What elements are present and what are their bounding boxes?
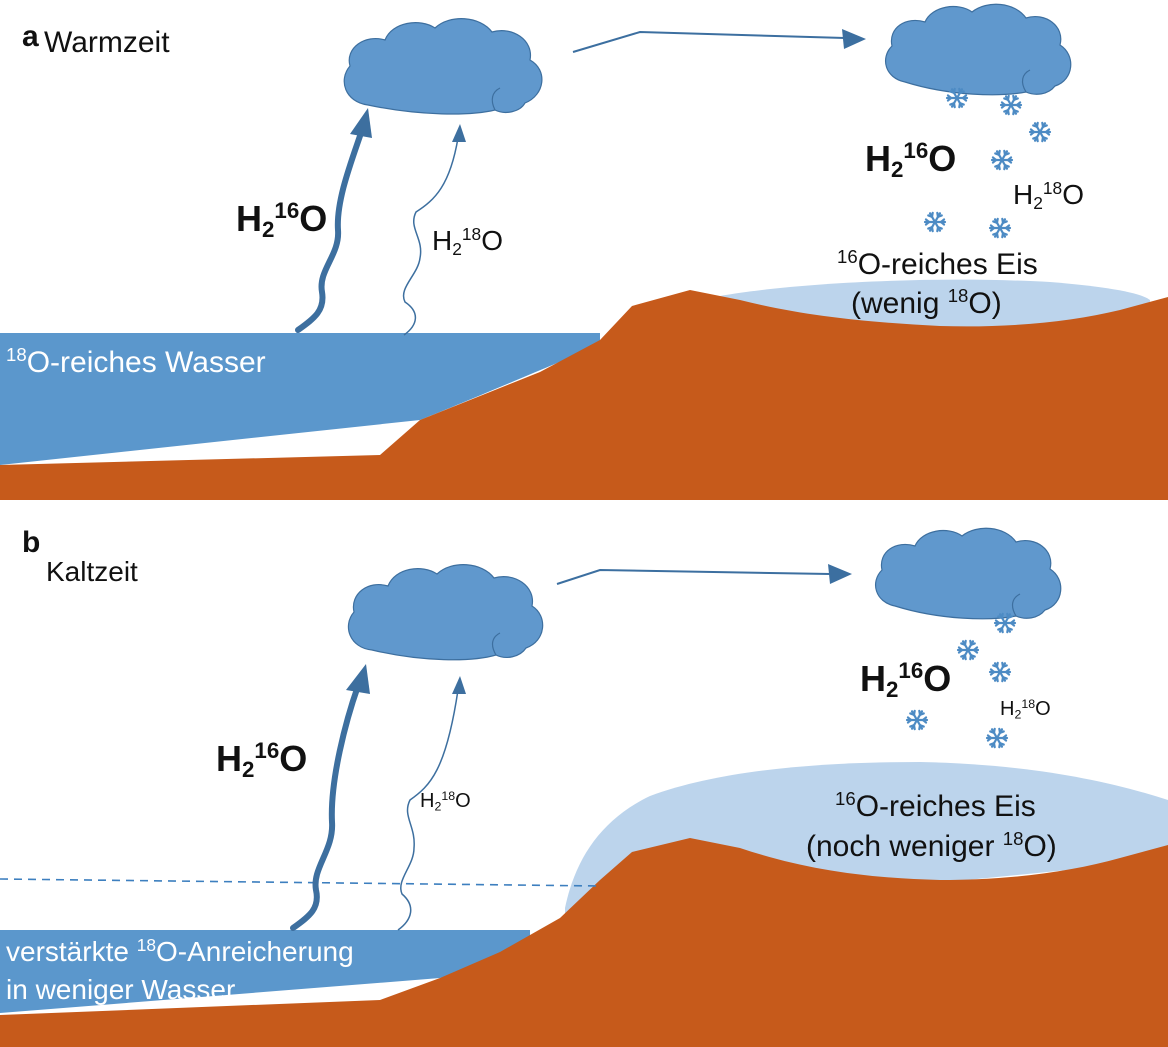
snowflake-icon: [945, 87, 969, 109]
snowflake-icon: [985, 727, 1009, 749]
precipitation-heavy-label: H216O: [860, 657, 952, 703]
snowflake-icon: [956, 639, 980, 661]
panel-title: Kaltzeit: [46, 556, 138, 587]
snowflake-icon: [988, 217, 1012, 239]
evaporation-heavy-label: H216O: [236, 197, 328, 243]
water-label-line2: in weniger Wasser: [6, 974, 236, 1005]
arrow-icon: [402, 124, 466, 336]
panel-kaltzeit: b Kaltzeit H216O H218O H216O H218O 16O-r…: [0, 500, 1168, 1047]
precipitation-heavy-label: H216O: [865, 137, 957, 183]
snowflake-icon: [988, 661, 1012, 683]
former-sea-level-line: [0, 878, 601, 887]
snowflakes-panel-b: [905, 612, 1017, 749]
snowflake-icon: [990, 149, 1014, 171]
land-mass: [0, 290, 1168, 500]
panel-b-scene: [0, 527, 1168, 1047]
cloud-icon: [348, 564, 544, 661]
water-label-line1: verstärkte 18O-Anreicherung: [6, 935, 354, 968]
arrow-icon: [397, 676, 466, 931]
arrow-icon: [290, 664, 370, 931]
ice-label-line2: (noch weniger 18O): [806, 828, 1057, 863]
panel-letter: a: [22, 20, 39, 53]
ice-label-line1: 16O-reiches Eis: [837, 246, 1038, 281]
ocean-water: [0, 333, 600, 465]
water-label: 18O-reiches Wasser: [6, 344, 266, 379]
evaporation-heavy-label: H216O: [216, 737, 308, 783]
evaporation-light-label: H218O: [420, 789, 471, 814]
panel-letter: b: [22, 526, 41, 559]
precipitation-light-label: H218O: [1013, 178, 1084, 213]
evaporation-light-label: H218O: [432, 224, 503, 259]
snowflake-icon: [923, 211, 947, 233]
ice-label-line2: (wenig 18O): [851, 285, 1002, 320]
arrow-icon: [572, 29, 866, 53]
panel-a-scene: [0, 3, 1168, 500]
snowflake-icon: [999, 94, 1023, 116]
cloud-icon: [874, 527, 1062, 620]
arrow-icon: [295, 108, 372, 333]
snowflake-icon: [905, 709, 929, 731]
cloud-icon: [343, 18, 543, 115]
snowflake-icon: [1028, 121, 1052, 143]
precipitation-light-label: H218O: [1000, 697, 1051, 722]
ocean-water: [0, 930, 530, 1013]
cloud-icon: [884, 3, 1072, 96]
land-mass: [0, 838, 1168, 1047]
ice-label-line1: 16O-reiches Eis: [835, 788, 1036, 823]
panel-warmzeit: a Warmzeit H216O H218O H216O H218O 16O-r…: [0, 0, 1168, 500]
arrow-icon: [556, 564, 852, 585]
snowflake-icon: [993, 612, 1017, 634]
snowflakes-panel-a: [923, 87, 1052, 239]
panel-title: Warmzeit: [44, 26, 170, 59]
